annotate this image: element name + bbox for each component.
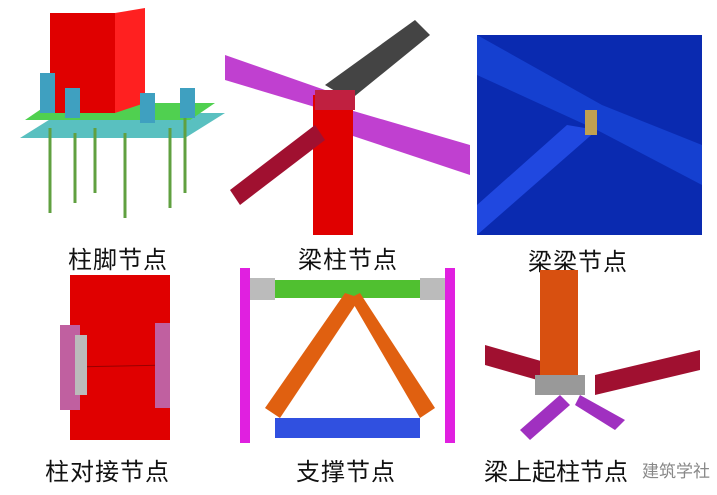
beam-beam-joint-image xyxy=(477,35,702,235)
panel-label: 支撑节点 xyxy=(296,458,396,486)
panel-label: 柱脚节点 xyxy=(68,246,168,274)
panel-label: 梁上起柱节点 xyxy=(484,458,628,486)
panel-label: 柱对接节点 xyxy=(45,458,170,486)
column-on-beam-joint-image xyxy=(485,270,700,440)
column-splice-joint-image xyxy=(60,275,171,440)
beam-column-joint-image xyxy=(225,20,470,235)
panel-label: 梁柱节点 xyxy=(298,246,398,274)
bracing-joint-image xyxy=(240,268,455,443)
watermark: 建筑学社 xyxy=(642,462,710,482)
column-base-joint-image xyxy=(20,8,225,218)
